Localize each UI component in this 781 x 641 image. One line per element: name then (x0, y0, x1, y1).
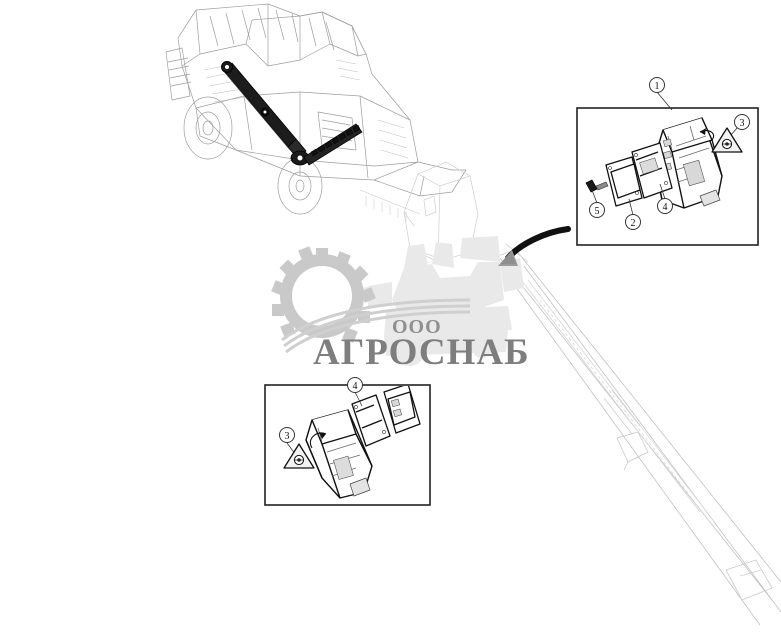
balloon-3-lower-label: 3 (285, 431, 290, 442)
header-teeth-outline (359, 189, 421, 221)
part-control-module-lower (305, 409, 373, 499)
balloon-4-label: 4 (663, 202, 668, 213)
balloon-3-lower[interactable]: 3 (279, 427, 295, 443)
machine-illustration (165, 3, 467, 215)
part-mounting-bracket-lower (351, 394, 391, 447)
swoosh-icon (281, 298, 471, 354)
part-bolt (585, 179, 609, 193)
assembly-location-arrow (498, 226, 571, 266)
balloon-4[interactable]: 4 (657, 198, 673, 214)
balloon-2[interactable]: 2 (625, 214, 641, 230)
leader-lines-upper (591, 91, 739, 216)
watermark-company-name: АГРОСНАБ (313, 332, 530, 373)
detail-box-lower[interactable]: 3 4 (264, 377, 431, 506)
hydraulic-cylinder-highlight (221, 61, 363, 166)
balloon-4-lower-label: 4 (353, 381, 358, 392)
boom-arm-outline (497, 243, 781, 626)
triangle-pointer-arrow-lower (309, 432, 327, 449)
balloon-5-label: 5 (595, 206, 600, 217)
part-cover-plate (605, 156, 643, 207)
balloon-1[interactable]: 1 (649, 77, 665, 93)
balloon-3-label: 3 (740, 118, 745, 129)
warning-triangle-label (711, 127, 743, 153)
balloon-3[interactable]: 3 (734, 114, 750, 130)
balloon-1-label: 1 (655, 81, 660, 92)
detail-box-upper[interactable]: 1 3 5 2 4 (576, 77, 759, 246)
watermark-company-form: ООО (392, 316, 442, 338)
watermark-agrosnab: ООО АГРОСНАБ (271, 236, 529, 373)
balloon-5[interactable]: 5 (589, 202, 605, 218)
warning-triangle-label-lower (283, 443, 315, 469)
balloon-2-label: 2 (631, 218, 636, 229)
balloon-4-lower[interactable]: 4 (347, 377, 363, 393)
